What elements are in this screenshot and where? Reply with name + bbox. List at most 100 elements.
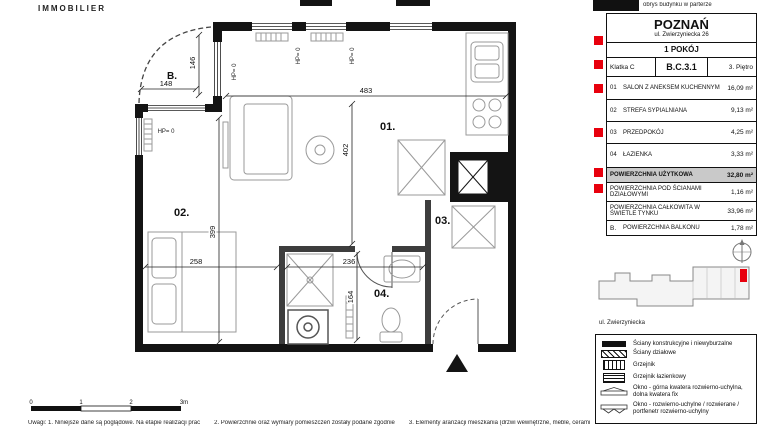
balcony-area-row: B. POWIERZCHNIA BALKONU 1,78 m² [606, 220, 757, 236]
red-marker [594, 36, 603, 45]
toilet-icon [379, 307, 403, 343]
legend-label-line1: Okno - rozwierno-uchylne / rozwierane / [633, 401, 740, 408]
hp-label: HP= 0 [232, 63, 238, 81]
table-row: 03 PRZEDPOKÓJ 4,25 m² [607, 121, 756, 143]
ventilation-shaft-icon [457, 159, 489, 195]
partition-area-value: 1,16 m² [730, 188, 753, 196]
site-plan [595, 254, 757, 323]
hp-label: HP= 0 [350, 47, 356, 65]
windows [136, 23, 432, 155]
total-area-row: POWIERZCHNIA CAŁKOWITA W ŚWIETLE TYNKU 3… [606, 201, 757, 221]
coffee-table-icon [305, 135, 335, 165]
red-marker [594, 184, 603, 193]
balcony-label: B. [167, 71, 177, 82]
room-no: 01 [610, 85, 617, 91]
legend-label-line2: dolna kwatera fix [633, 392, 679, 399]
washer-icon [287, 309, 329, 345]
bathroom-sink-icon [383, 255, 421, 283]
radiator-icon [600, 360, 628, 371]
unit-type: 1 POKÓJ [606, 42, 757, 58]
red-marker [594, 128, 603, 137]
balcony-area-label: POWIERZCHNIA BALKONU [623, 224, 700, 231]
room-area: 9,13 m² [730, 107, 753, 114]
dim-balcony-depth: 146 [188, 57, 197, 70]
unit-id-row: Klatka C B.C.3.1 3. Piętro [606, 57, 757, 77]
dim-bath-width: 236 [343, 257, 356, 266]
dimension-lines [137, 31, 510, 346]
legend-item: Ściany konstrukcyjne i niewyburzalne [600, 341, 752, 348]
dim-bedroom-depth: 399 [208, 226, 217, 239]
red-marker [594, 60, 603, 69]
entrance-arrow [446, 354, 468, 372]
hp-label: HP= 0 [158, 129, 176, 135]
balcony-railing [138, 26, 212, 104]
room-labels: 01. 02. 03. 04. B. [166, 70, 452, 302]
dim-salon-depth: 402 [341, 144, 350, 157]
note-3: 3. Elementy aranżacji mieszkania (drzwi … [408, 420, 590, 426]
legend-item: Grzejnik [600, 360, 752, 371]
dim-salon-width: 483 [360, 86, 373, 95]
tv-icon [222, 121, 229, 169]
legend-item: Okno - górna kwatera rozwierno-uchylna, … [600, 385, 752, 399]
legend-item: Grzejnik łazienkowy [600, 372, 752, 383]
legend-label-line1: Okno - górna kwatera rozwierno-uchylna, [633, 385, 743, 392]
compass-icon [730, 238, 754, 269]
wardrobe-icon [397, 139, 496, 249]
partition-walls [279, 200, 431, 344]
table-row: 02 STREFA SYPIALNIANA 9,13 m² [607, 99, 756, 121]
total-area-label: POWIERZCHNIA CAŁKOWITA W ŚWIETLE TYNKU [610, 204, 700, 217]
legend-label: Okno - górna kwatera rozwierno-uchylna, … [633, 385, 743, 399]
legend: Ściany konstrukcyjne i niewyburzalne Ści… [595, 334, 757, 424]
note-1: Uwagi: 1. Niniejsze dane są poglądowe. N… [28, 420, 201, 426]
legend-label: Ściany konstrukcyjne i niewyburzalne [633, 340, 733, 347]
shower-icon [286, 253, 334, 307]
footer-notes: Uwagi: 1. Niniejsze dane są poglądowe. N… [28, 420, 590, 428]
floor-plan: 483 402 399 258 236 164 148 146 01. 02. … [135, 0, 516, 372]
top-note: obrys budynku w parterze [643, 2, 712, 8]
partition-wall-icon [600, 349, 628, 358]
scale-tick-3: 3m [180, 400, 188, 406]
note-2: 2. Powierzchnie oraz wymiary pomieszczeń… [214, 420, 395, 426]
legend-item: Okno - rozwierno-uchylne / rozwierane / … [600, 402, 752, 416]
window-turn-icon [600, 404, 628, 414]
unit-location-marker [740, 269, 747, 282]
legend-label: Ściany działowe [633, 350, 677, 357]
scale-tick-2: 2 [129, 400, 133, 406]
sofa-icon [229, 95, 293, 181]
legend-item: Ściany działowe [600, 349, 752, 358]
room-name: PRZEDPOKÓJ [623, 129, 664, 136]
dim-balcony-width: 148 [160, 79, 173, 88]
room-no: 02 [610, 107, 617, 114]
legend-label: Okno - rozwierno-uchylne / rozwierane / … [633, 402, 739, 416]
room-label-01: 01. [380, 121, 395, 133]
room-no: 03 [610, 129, 617, 136]
street-label: ul. Zwierzyniecka [599, 320, 646, 326]
towel-radiator-icon [600, 372, 628, 383]
hp-labels: HP= 0 HP= 0 HP= 0 HP= 0 [157, 46, 357, 136]
balcony-no: B. [610, 224, 617, 232]
partition-area-row: POWIERZCHNIA POD ŚCIANAMI DZIAŁOWYMI 1,1… [606, 182, 757, 202]
dimension-labels: 483 402 399 258 236 164 148 146 [158, 55, 374, 305]
usable-area-value: 32,80 m² [726, 171, 753, 179]
floor-label: 3. Piętro [728, 63, 753, 71]
balcony-area-value: 1,78 m² [730, 224, 753, 232]
radiator-icon [143, 32, 344, 152]
room-label-04: 04. [374, 288, 389, 300]
room-area: 4,25 m² [730, 129, 753, 136]
title-box: POZNAŃ ul. Zwierzyniecka 26 [606, 13, 757, 43]
address: ul. Zwierzyniecka 26 [654, 32, 709, 38]
scale-tick-0: 0 [29, 400, 33, 406]
room-no: 04 [610, 151, 617, 158]
brand-logo: IMMOBILIER [38, 4, 106, 13]
furniture [143, 32, 509, 345]
table-row: 04 ŁAZIENKA 3,33 m² [607, 143, 756, 165]
partition-area-label: POWIERZCHNIA POD ŚCIANAMI DZIAŁOWYMI [610, 185, 702, 198]
room-name: STREFA SYPIALNIANA [623, 107, 688, 114]
staircase-label: Klatka C [610, 63, 635, 71]
city-title: POZNAŃ [654, 17, 709, 32]
total-area-value: 33,96 m² [727, 207, 753, 215]
usable-area-label: POWIERZCHNIA UŻYTKOWA [610, 171, 693, 178]
floor-plan-svg: 483 402 399 258 236 164 148 146 01. 02. … [135, 0, 516, 372]
bed-icon [147, 231, 237, 333]
kitchen-counter-icon [465, 32, 509, 136]
